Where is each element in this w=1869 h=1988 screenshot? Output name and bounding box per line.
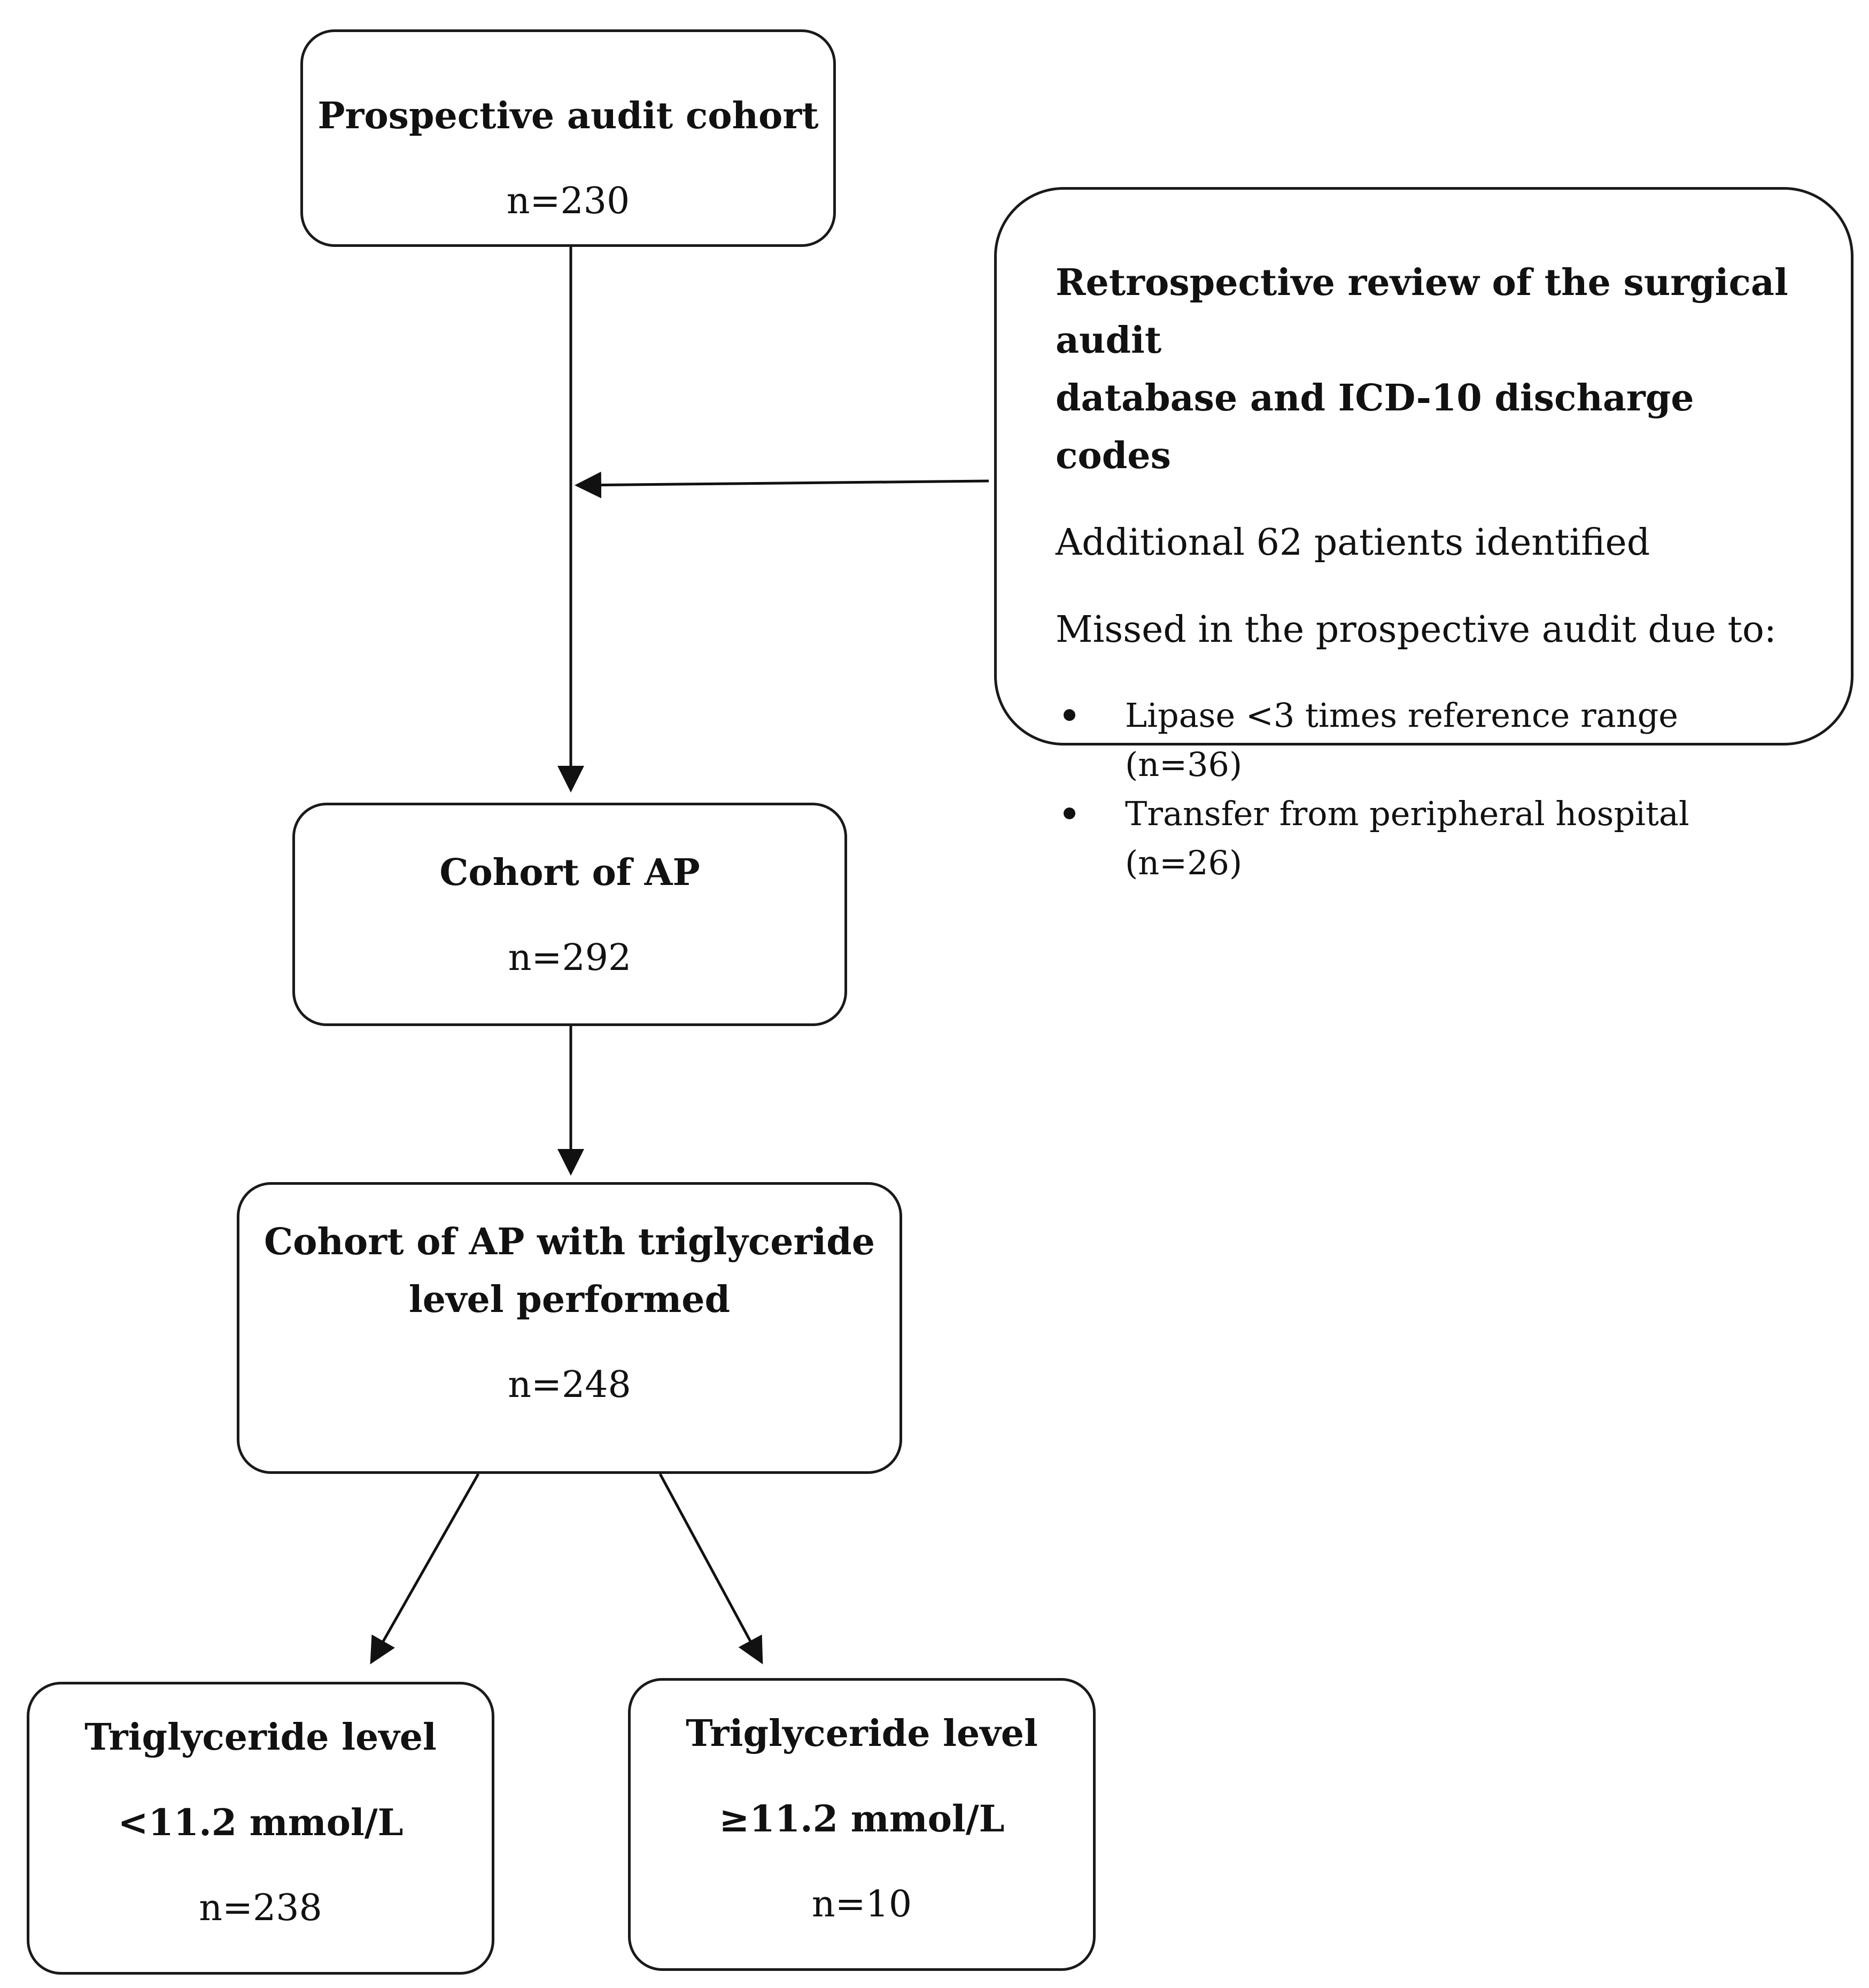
triglyceride-high-box: Triglyceride level ≥11.2 mmol/L n=10 [628, 1678, 1096, 1971]
tg-low-count: n=238 [199, 1887, 322, 1929]
retrospective-review-box: Retrospective review of the surgical aud… [994, 187, 1854, 882]
arrow-cohort-tg-to-tg-low [370, 1473, 480, 1665]
cohort-tg-title-line-2: level performed [408, 1278, 731, 1321]
prospective-audit-count: n=230 [506, 180, 630, 222]
arrow-cohort-tg-to-tg-high [658, 1473, 763, 1665]
missed-reason-heading: Missed in the prospective audit due to: [1056, 609, 1777, 651]
tg-high-threshold: ≥11.2 mmol/L [719, 1798, 1005, 1841]
retrospective-title-line-1: Retrospective review of the surgical aud… [1056, 261, 1788, 362]
arrow-retrospective-to-main-line [575, 471, 989, 499]
triglyceride-low-box: Triglyceride level <11.2 mmol/L n=238 [27, 1682, 494, 1975]
cohort-tg-count: n=248 [508, 1364, 631, 1406]
cohort-ap-triglyceride-box: Cohort of AP with triglyceride level per… [237, 1182, 902, 1474]
prospective-audit-title: Prospective audit cohort [317, 95, 819, 137]
missed-reason-transfer: Transfer from peripheral hospital (n=26) [1125, 794, 1689, 882]
list-item: Lipase <3 times reference range (n=36) [1056, 691, 1803, 789]
tg-low-threshold: <11.2 mmol/L [118, 1801, 404, 1844]
retrospective-title-line-2: database and ICD-10 discharge codes [1056, 377, 1694, 477]
cohort-ap-count: n=292 [508, 937, 632, 979]
tg-low-title: Triglyceride level [84, 1716, 437, 1759]
missed-reason-lipase: Lipase <3 times reference range (n=36) [1125, 696, 1678, 784]
additional-patients-text: Additional 62 patients identified [1056, 522, 1650, 564]
tg-high-count: n=10 [811, 1883, 912, 1925]
cohort-ap-box: Cohort of AP n=292 [292, 803, 847, 1026]
prospective-audit-box: Prospective audit cohort n=230 [300, 29, 836, 247]
cohort-tg-title-line-1: Cohort of AP with triglyceride [263, 1221, 875, 1263]
cohort-ap-title: Cohort of AP [439, 851, 700, 894]
bullet-icon [1064, 807, 1075, 819]
missed-reasons-list: Lipase <3 times reference range (n=36) T… [1056, 691, 1803, 888]
tg-high-title: Triglyceride level [686, 1712, 1038, 1755]
bullet-icon [1064, 709, 1075, 721]
list-item: Transfer from peripheral hospital (n=26) [1056, 789, 1803, 888]
